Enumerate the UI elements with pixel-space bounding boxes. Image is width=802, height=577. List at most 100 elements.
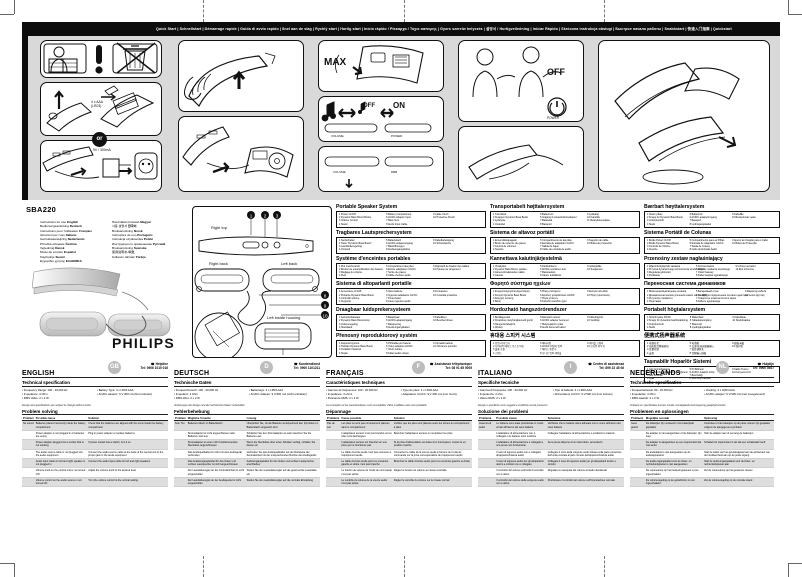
feature-list-item: 6 AC/DC Adaptor Input: [386, 216, 411, 220]
language-instruction-text: Instruções de uso: [112, 233, 138, 238]
table-cell: [174, 458, 187, 469]
table-cell: [174, 467, 187, 478]
feature-list-item: 6 AC/DC-Adapereingang: [386, 242, 413, 246]
table-cell: Pas de son: [326, 420, 341, 431]
feature-list-item: 8 Audio-ingangskabel: [386, 325, 410, 329]
table-cell: Sluit de kabel van het geluidssignaal aa…: [703, 449, 774, 460]
brand-logo: PHILIPS: [112, 335, 175, 351]
dbb-panel: VOLUME DBB: [318, 146, 444, 192]
language-entry: Gebruiksaanwijzing Nederlands: [40, 237, 112, 241]
helpline-label: Hulplijn: [762, 362, 774, 366]
spec-item: Frequenzbereich: 100 - 20.000 Hz: [174, 388, 245, 393]
feature-list-item: 4 Подставка: [647, 300, 661, 304]
language-name: Magyar: [140, 220, 152, 224]
warning-panel: [40, 40, 162, 78]
feature-list-item: 7 Saída de Graves: [689, 245, 710, 249]
feature-list-item: 2 Przycisk dynamicznego wzmocnienia tonó…: [647, 267, 705, 271]
table-cell: Le contrôle du volume de la source audio…: [340, 477, 393, 488]
table-row: L'adattatore di alimentazione è collegat…: [478, 439, 624, 450]
table-row: Le câble d'entrée audio n'est pas connec…: [326, 449, 472, 460]
table-cell: Controleer of de batterijen op de juiste…: [703, 420, 774, 431]
divider-2: [326, 386, 472, 387]
feature-list-item: 4 Stativ: [647, 325, 656, 329]
phone-icon: ☎: [588, 362, 593, 366]
spec-item: Alimentatore CA/CC: 9 V/300 mA (non incl…: [553, 392, 624, 397]
crop-mark-top-left-h: [0, 14, 14, 15]
table-cell: If power socket has a switch, turn it on: [87, 439, 168, 450]
feature-list-item: 10 Skyddsväska: [732, 319, 751, 323]
spec-item: RMS Value: 2 x 2 W: [22, 396, 93, 401]
feature-list-item: 2 Knappen Dynamic Bass Boost: [493, 216, 528, 220]
off-label-2: OFF: [547, 67, 565, 77]
table-row: De volumeknop op het bedieningspaneel is…: [630, 467, 774, 478]
divider-2: [22, 386, 168, 387]
feature-list-item: 4 Podstawa: [647, 274, 660, 278]
table-row: Le contrôle du volume de la source audio…: [326, 477, 472, 488]
feature-list-item: 8 音频输入线缆: [689, 351, 707, 355]
feature-list-item: 5 电池舱: [689, 342, 699, 346]
feature-list-item: 8 Audio Input Cable: [386, 222, 408, 226]
feature-list-item: 4 Soporte: [493, 248, 504, 252]
language-instruction-text: Bedienungsanleitung: [40, 224, 70, 229]
feature-list-item: 6 交流/直流适配器输入: [689, 345, 715, 349]
feature-list-item: 5 Přihrádka pro baterie: [386, 342, 411, 346]
table-row: Stromadapter ist nicht angeschlossen ode…: [174, 430, 320, 441]
table-cell: [174, 477, 187, 488]
feature-list-item: 2 Taste "Dynamic Bass Boost": [339, 242, 372, 246]
feature-list-item: 9 Фиксатор кабеля: [745, 290, 767, 294]
feature-list-item: 6 AC/DC Adaptör Girişi: [689, 371, 715, 375]
svg-text:VOLUME: VOLUME: [331, 134, 344, 138]
feature-list-title: Draagbaar luidsprekersysteem: [336, 307, 411, 314]
crop-mark-top-left: [14, 0, 15, 14]
table-row: Das Audioeingangskabel für den linken un…: [174, 458, 320, 469]
language-name: Polski: [143, 237, 153, 242]
divider: [22, 377, 168, 378]
feature-list-item: 8 Bassport: [540, 222, 552, 226]
table-cell: Batteries placed incorrectly inside the …: [34, 420, 88, 431]
table-cell: Connectez le câble de la source audio à …: [392, 449, 472, 460]
stand-panel: [458, 126, 584, 192]
svg-text:Right back: Right back: [209, 261, 228, 266]
table-row: Der Lautstärkeregler an der Audioquelle …: [174, 477, 320, 488]
feature-list-item: 4 Βάση: [493, 300, 501, 304]
table-cell: [478, 439, 496, 450]
feature-list-item: 8 Ses Giriş Kablosu: [689, 377, 711, 381]
table-cell: L'adaptateur secteur n'est pas branché o…: [340, 430, 393, 441]
parts-diagram-art: 1 2 3 Right top Right back Left back: [194, 211, 329, 362]
feature-list-item: 1 Strömbrytare PÅ/AV: [647, 316, 671, 320]
language-section-title: NEDERLANDS: [630, 370, 681, 377]
feature-list-item: 6 Entrada de Adaptador CA/CC: [689, 242, 724, 246]
divider: [174, 377, 320, 378]
feature-list-title: 휴대용 스피커 시스템: [490, 333, 536, 340]
table-cell: Collegare il cavo della sorgente audio s…: [546, 449, 624, 460]
svg-text:10: 10: [322, 314, 328, 319]
table-column-header: Possible cause: [34, 416, 88, 422]
spec-item: Gamme de fréquences: 100 - 20 000 Hz: [326, 388, 397, 393]
language-section-title: DEUTSCH: [174, 370, 210, 377]
table-row: De audiokabel is niet aangesloten op de …: [630, 449, 774, 460]
feature-list-item: 6 Wejście zasilacza sieciowego: [696, 267, 730, 271]
table-column-header: Probleem: [630, 416, 645, 422]
feature-list-item: 8 Καλώδιο εισόδου ήχου: [540, 300, 567, 304]
feature-list-item: 2 Dynamic Bass Boost-knop: [339, 319, 370, 323]
table-column-header: Problème: [326, 416, 341, 422]
spec-title: Technische specificaties: [630, 380, 682, 385]
language-entry: Instructions for use English: [40, 220, 112, 224]
svg-text:8: 8: [324, 294, 327, 299]
feature-list-item: 7 Mélysugárzó nyílás: [540, 322, 563, 326]
spec-item: Puissance RMS: 2 x 2 W: [326, 396, 397, 401]
table-cell: Connect the audio source cable at the ba…: [87, 449, 168, 460]
feature-list-item: 6 Entrada de adaptador CA/CC: [540, 242, 574, 246]
